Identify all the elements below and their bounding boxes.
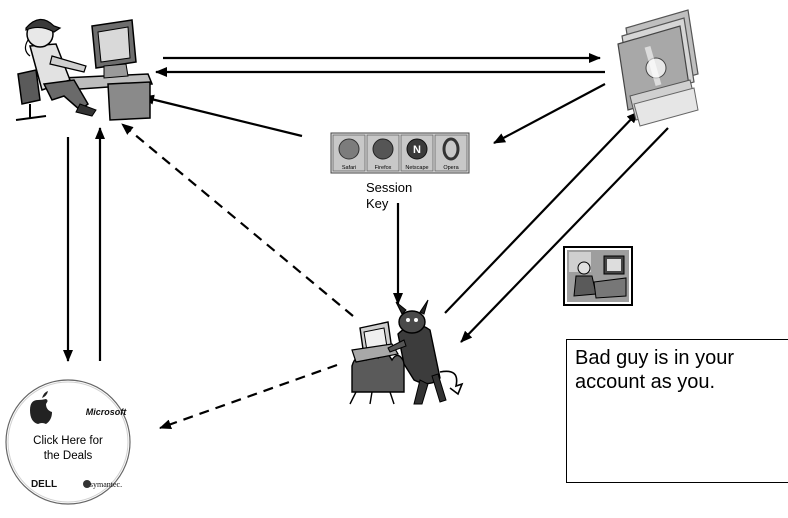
arrow-attacker-to-disc-dashed xyxy=(159,363,338,430)
arrows xyxy=(63,53,669,362)
session-key-label-line1: Session xyxy=(366,180,412,195)
browser-firefox: Firefox xyxy=(366,134,400,172)
browser-netscape: N Netscape xyxy=(400,134,434,172)
arrow-browser-to-user xyxy=(142,94,303,138)
disc-cta-line1: Click Here for xyxy=(33,435,103,447)
browser-label: Netscape xyxy=(405,165,428,171)
note-box: Bad guy is in your account as you. xyxy=(566,339,788,483)
note-text: Bad guy is in your account as you. xyxy=(575,347,734,393)
promo-cd-icon: Microsoft Click Here for the Deals DELL … xyxy=(5,379,131,505)
arrow-bank-to-attacker xyxy=(460,127,669,343)
symantec-logo-icon xyxy=(83,480,91,488)
browser-icons-strip: Safari Firefox N Netscape Opera xyxy=(330,132,470,174)
session-key-label-line2: Key xyxy=(366,196,389,211)
symantec-logo-text: symantec. xyxy=(90,480,122,489)
disc-cta-line2: the Deals xyxy=(44,450,93,462)
browser-opera: Opera xyxy=(434,134,468,172)
devil-hacker-icon xyxy=(349,299,464,405)
money-stack-icon xyxy=(617,9,699,127)
arrow-bank-to-browser xyxy=(493,83,606,144)
browser-label: Opera xyxy=(443,165,459,171)
browser-safari: Safari xyxy=(332,134,366,172)
dell-logo-text: DELL xyxy=(31,479,57,490)
arrow-attacker-to-bank xyxy=(444,111,639,314)
apple-logo-icon xyxy=(30,391,52,424)
arrow-attacker-to-user-dashed xyxy=(121,123,354,317)
user-thumbnail-icon xyxy=(563,246,633,306)
browser-label: Firefox xyxy=(375,165,392,171)
microsoft-logo-text: Microsoft xyxy=(86,407,128,417)
browser-label: Safari xyxy=(342,165,356,171)
user-at-computer-icon xyxy=(15,18,154,121)
svg-text:N: N xyxy=(413,144,421,156)
dashed-arrows xyxy=(121,123,354,430)
